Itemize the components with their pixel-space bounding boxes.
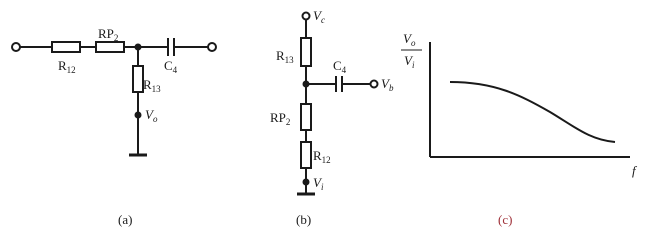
label-c4-b: C4 [333,58,347,75]
label-r13-a: R13 [143,77,161,94]
label-vo-a: Vo [145,107,158,124]
vi-node-b [302,178,310,186]
panel-c-labels: Vo Vi f [401,31,638,178]
output-terminal-a [207,42,217,52]
label-r12-b: R12 [313,148,331,165]
label-ratio-numerator: Vo [403,31,416,48]
label-vc-b: Vc [313,8,325,25]
resistor-r12-b [300,141,312,169]
label-ratio-denominator: Vi [404,53,415,70]
caption-a: (a) [118,212,132,227]
panel-b-labels: Vc R13 C4 Vb RP2 R12 Vi [270,8,394,192]
resistor-rp2-b [300,103,312,131]
panel-b [297,11,379,196]
resistor-r12-a [51,41,81,53]
vo-node-a [134,111,142,119]
label-vi-b: Vi [313,175,324,192]
label-rp2-b: RP2 [270,110,290,127]
panel-a-labels: R12 RP2 C4 R13 Vo [58,26,178,124]
panel-a [11,38,217,157]
vc-terminal-b [301,11,311,21]
label-c4-a: C4 [164,58,178,75]
label-r13-b: R13 [276,48,294,65]
resistor-rp2-a [95,41,125,53]
vb-terminal-b [369,79,379,89]
resistor-r13-b [300,37,312,67]
caption-c: (c) [498,212,512,227]
label-x-axis-f: f [632,163,638,178]
resistor-r13-a [132,65,144,93]
frequency-response-curve [449,81,616,143]
input-terminal-a [11,42,21,52]
label-rp2-a: RP2 [98,26,118,43]
caption-b: (b) [296,212,311,227]
label-r12-a: R12 [58,58,76,75]
label-vb-b: Vb [381,76,394,93]
panel-c [429,42,630,158]
